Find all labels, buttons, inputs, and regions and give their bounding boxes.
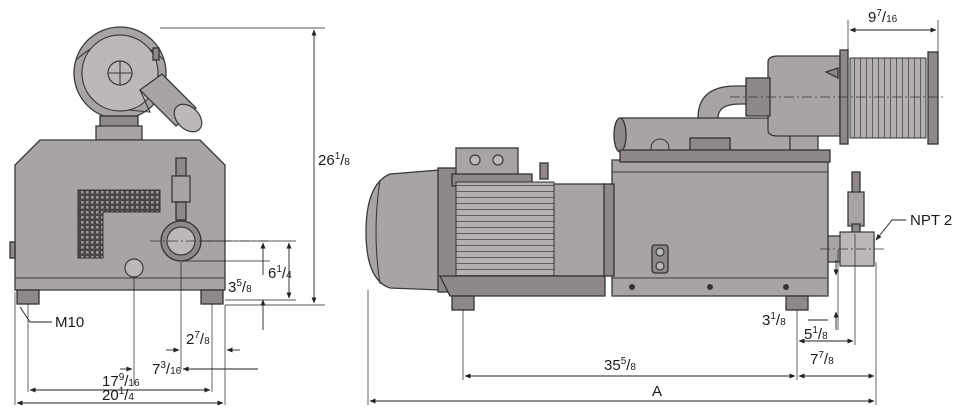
- dim-foot-height: 31/8: [762, 311, 786, 329]
- front-foot-right: [200, 289, 224, 305]
- dim-outlet-offset-a: 51/8: [804, 325, 828, 343]
- dim-width-total: 201/4: [102, 386, 134, 404]
- side-filter-housing: [730, 49, 945, 145]
- label-outlet-thread: NPT 2: [910, 212, 952, 229]
- dim-filter-length: 97/16: [868, 8, 898, 26]
- dim-port-offset: 27/8: [186, 330, 210, 348]
- front-housing: [9, 139, 226, 291]
- exhaust-piping: [613, 85, 831, 163]
- dim-inlet-height: 61/4: [268, 264, 292, 282]
- dim-foot-span: 179/16: [102, 372, 140, 390]
- pump-housing: [603, 159, 829, 297]
- side-foot-left: [451, 295, 475, 311]
- front-view: [9, 26, 270, 305]
- front-foot-left: [16, 289, 40, 305]
- dim-height-total: 261/8: [318, 151, 350, 169]
- outlet-port: [820, 171, 885, 267]
- side-view: [365, 49, 945, 311]
- dim-overall-length: A: [652, 383, 662, 400]
- side-foot-right: [785, 295, 809, 311]
- side-dimension-lines: [367, 20, 939, 405]
- front-filter-housing: [73, 26, 203, 133]
- dim-half-width: 73/16: [152, 360, 182, 378]
- front-dimension-lines: [14, 27, 325, 406]
- dim-port-height: 35/8: [228, 278, 252, 296]
- label-foot-thread: M10: [55, 314, 84, 331]
- dim-outlet-offset-b: 77/8: [810, 350, 834, 368]
- front-inlet-port: [150, 157, 270, 262]
- dim-foot-to-end: 355/8: [604, 356, 636, 374]
- motor: [365, 147, 606, 297]
- front-neck: [95, 115, 143, 141]
